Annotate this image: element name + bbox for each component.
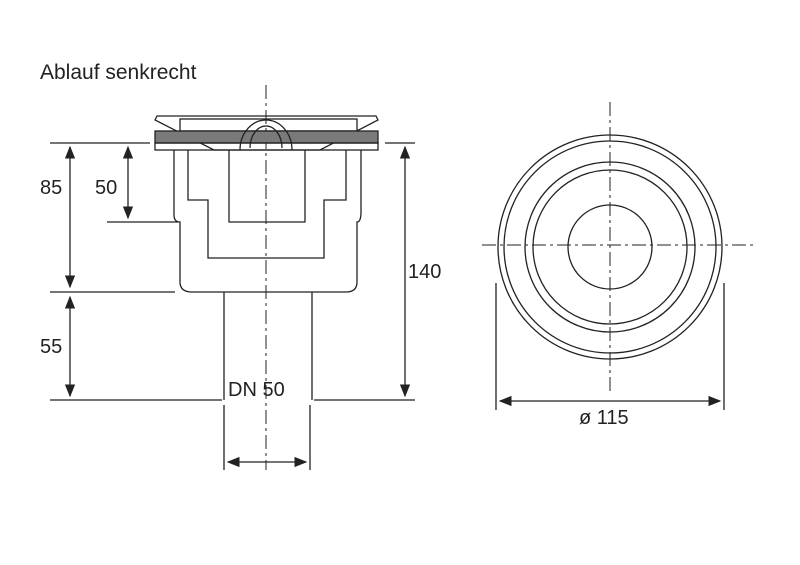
diameter-extension bbox=[495, 283, 725, 410]
top-view: ø 115 bbox=[482, 102, 755, 429]
body-ring-inner bbox=[532, 169, 688, 325]
dim-50-label: 50 bbox=[95, 177, 117, 199]
trap-wall bbox=[187, 150, 347, 259]
outer-rim bbox=[497, 134, 723, 360]
dim-85-label: 85 bbox=[40, 177, 62, 199]
flange-strip bbox=[154, 142, 379, 151]
inner-cup bbox=[228, 150, 306, 223]
outlet-pipe bbox=[223, 292, 313, 400]
drawing-title: Ablauf senkrecht bbox=[40, 61, 197, 84]
diameter-label: ø 115 bbox=[579, 407, 629, 429]
side-view bbox=[154, 85, 379, 470]
rim-inner bbox=[503, 140, 717, 354]
pipe-size-label: DN 50 bbox=[228, 379, 285, 401]
dimensions: 85 50 55 140 DN 50 bbox=[40, 142, 441, 470]
flange bbox=[154, 130, 379, 144]
grate-top bbox=[179, 118, 358, 132]
dim-55-label: 55 bbox=[40, 336, 62, 358]
dim-140-label: 140 bbox=[408, 261, 441, 283]
outlet-circle bbox=[567, 204, 653, 290]
dome bbox=[239, 119, 293, 151]
extension-lines bbox=[50, 142, 415, 470]
body-ring bbox=[524, 161, 696, 333]
body-outer bbox=[173, 150, 362, 293]
